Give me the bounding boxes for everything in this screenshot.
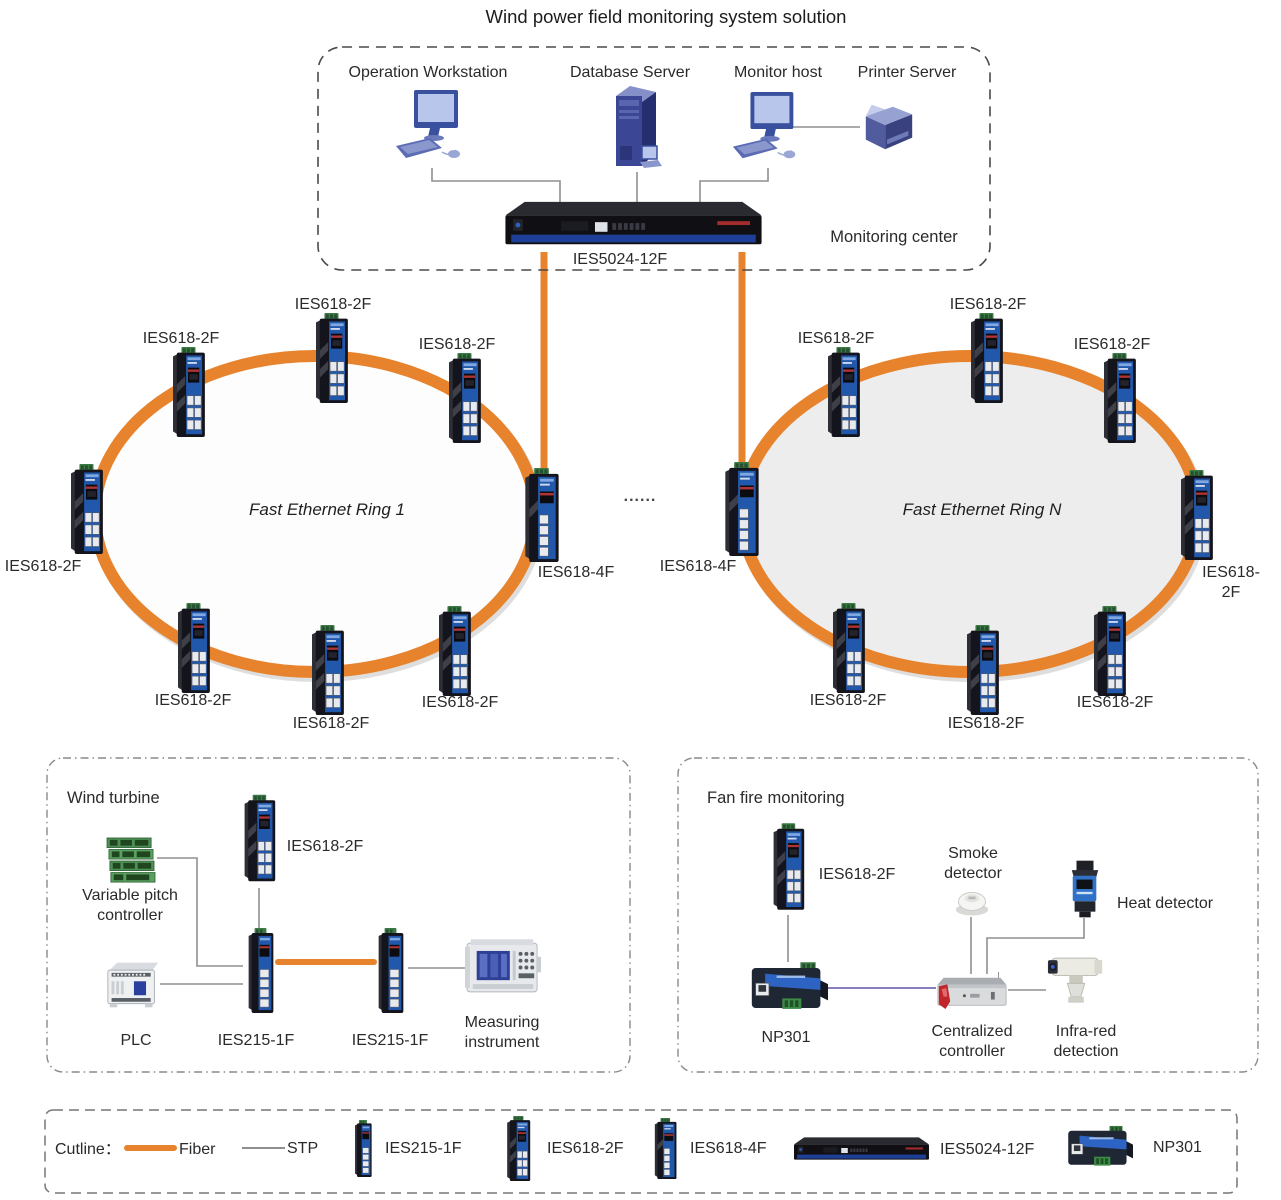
ies618-2f-switch-icon: [311, 625, 345, 715]
operation-workstation-icon: [396, 90, 461, 159]
wind-ies618-2f-label: IES618-2F: [286, 838, 364, 855]
ies618-2f-switch-icon: [773, 822, 805, 911]
fiber-uplinks: [540, 252, 746, 472]
legend-np301-icon: [1067, 1125, 1133, 1167]
heat-detector-label: Heat detector: [1117, 895, 1214, 912]
legend-ies215-1f-icon: [354, 1120, 372, 1177]
legend-stp-label: STP: [287, 1140, 319, 1157]
monitor-host-icon: [732, 92, 797, 160]
infrared-camera-icon: [1047, 957, 1103, 1004]
ies5024-12f-core-switch-icon: [505, 201, 762, 245]
legend-ies618-4f-icon: [654, 1118, 677, 1179]
ies618-2f-switch-icon: [172, 347, 206, 437]
ies618-2f-switch-icon: [970, 313, 1004, 403]
operation-workstation-label: Operation Workstation: [348, 64, 508, 81]
variable-pitch-controller-label: Variable pitch controller: [82, 887, 178, 924]
ies618-4f-switch-icon: [725, 462, 759, 556]
switch-label: IES618-4F: [659, 558, 737, 575]
fan-fire-title: Fan fire monitoring: [707, 789, 845, 807]
heat-detector-icon: [1071, 860, 1099, 918]
measuring-instrument-icon: [465, 938, 541, 993]
plc-icon: [107, 962, 159, 1008]
legend-ies5024-12f-icon: [794, 1137, 929, 1160]
page-title: Wind power field monitoring system solut…: [485, 6, 847, 27]
plc-label: PLC: [120, 1032, 152, 1049]
ies618-2f-switch-icon: [1093, 606, 1127, 696]
printer-server-icon: [865, 104, 913, 150]
infrared-detection-label: Infra-red detection: [1053, 1023, 1119, 1060]
switch-label: IES618-4F: [537, 564, 615, 581]
legend-device-label: IES5024-12F: [940, 1141, 1035, 1158]
stp-wires: [157, 126, 1085, 991]
measuring-instrument-label: Measuring instrument: [464, 1014, 540, 1051]
ring-separator-dots: ......: [623, 488, 657, 505]
legend-device-label: IES215-1F: [385, 1140, 462, 1157]
ies618-4f-switch-icon: [525, 468, 559, 562]
wind-turbine-title: Wind turbine: [67, 789, 160, 807]
switch-label: IES618-2F: [1073, 336, 1151, 353]
np301-serial-server-icon: [751, 962, 828, 1010]
ies618-2f-switch-icon: [315, 313, 349, 403]
monitoring-center-box: [317, 46, 991, 271]
ies215-1f-switch-icon: [248, 928, 274, 1013]
switch-label: IES618-2F: [154, 692, 232, 709]
switch-label: IES618-2F: [421, 694, 499, 711]
ies215-1f-label: IES215-1F: [217, 1032, 295, 1049]
legend-fiber-label: Fiber: [179, 1141, 216, 1158]
legend-box: [44, 1109, 1238, 1194]
switch-label: IES618-2F: [949, 296, 1027, 313]
legend-device-label: IES618-4F: [690, 1140, 767, 1157]
ies618-2f-switch-icon: [966, 625, 1000, 715]
ringN-name: Fast Ethernet Ring N: [902, 500, 1062, 519]
switch-label: IES618-2F: [4, 558, 82, 575]
printer-server-label: Printer Server: [857, 64, 957, 81]
ies618-2f-switch-icon: [448, 353, 482, 443]
smoke-detector-label: Smoke detector: [944, 845, 1002, 882]
switch-label: IES618-2F: [292, 715, 370, 732]
switch-label: IES618-2F: [797, 330, 875, 347]
switch-label: IES618-2F: [142, 330, 220, 347]
ies618-2f-switch-icon: [70, 464, 104, 554]
np301-label: NP301: [761, 1029, 811, 1046]
monitoring-center-label: Monitoring center: [830, 228, 958, 246]
ies618-2f-switch-icon: [1180, 470, 1214, 560]
switch-label: IES618-2F: [1076, 694, 1154, 711]
switch-label: IES618-2F: [809, 692, 887, 709]
fan-fire-monitoring-box: [677, 757, 1259, 1073]
legend-device-label: NP301: [1153, 1139, 1202, 1156]
centralized-controller-icon: [937, 972, 1007, 1010]
ies215-1f-switch-icon: [378, 928, 404, 1013]
ies618-2f-switch-icon: [832, 603, 866, 693]
switch-label: IES618-2F: [418, 336, 496, 353]
switch-label: IES618-2F: [1202, 564, 1260, 601]
switch-label: IES618-2F: [947, 715, 1025, 732]
switch-label: IES618-2F: [294, 296, 372, 313]
variable-pitch-controller-icon: [106, 837, 156, 883]
smoke-detector-icon: [955, 892, 989, 916]
legend-title: Cutline：: [55, 1141, 121, 1158]
ies618-2f-switch-icon: [1103, 353, 1137, 443]
fan-ies618-2f-label: IES618-2F: [818, 866, 896, 883]
wind-turbine-box: [46, 757, 631, 1073]
legend-device-label: IES618-2F: [547, 1140, 624, 1157]
ring1-name: Fast Ethernet Ring 1: [249, 500, 405, 519]
ies5024-12f-label: IES5024-12F: [572, 251, 668, 268]
monitor-host-label: Monitor host: [733, 64, 823, 81]
ies618-2f-switch-icon: [438, 606, 472, 696]
database-server-icon: [615, 85, 662, 169]
ies618-2f-switch-icon: [177, 603, 211, 693]
ies618-2f-switch-icon: [244, 794, 276, 882]
ies215-1f-label: IES215-1F: [351, 1032, 429, 1049]
database-server-label: Database Server: [569, 64, 691, 81]
centralized-controller-label: Centralized controller: [931, 1023, 1013, 1060]
legend-ies618-2f-icon: [506, 1116, 531, 1181]
ies618-2f-switch-icon: [827, 347, 861, 437]
